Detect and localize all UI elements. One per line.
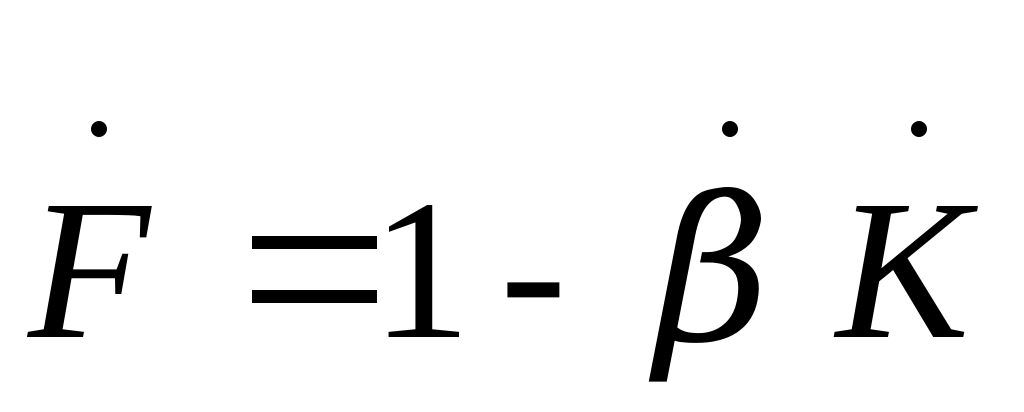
f-dot — [91, 121, 107, 137]
equals-bar-bottom — [252, 290, 377, 303]
equals-sign: = — [252, 190, 260, 200]
beta-dot — [722, 121, 738, 137]
k-dot — [911, 121, 927, 137]
equals-bar-top — [252, 236, 377, 249]
minus-sign: - — [500, 160, 567, 381]
f-symbol: F — [28, 160, 151, 381]
k-symbol: K — [836, 160, 970, 381]
one-digit: 1 — [371, 160, 471, 381]
beta-symbol: β — [655, 155, 771, 388]
